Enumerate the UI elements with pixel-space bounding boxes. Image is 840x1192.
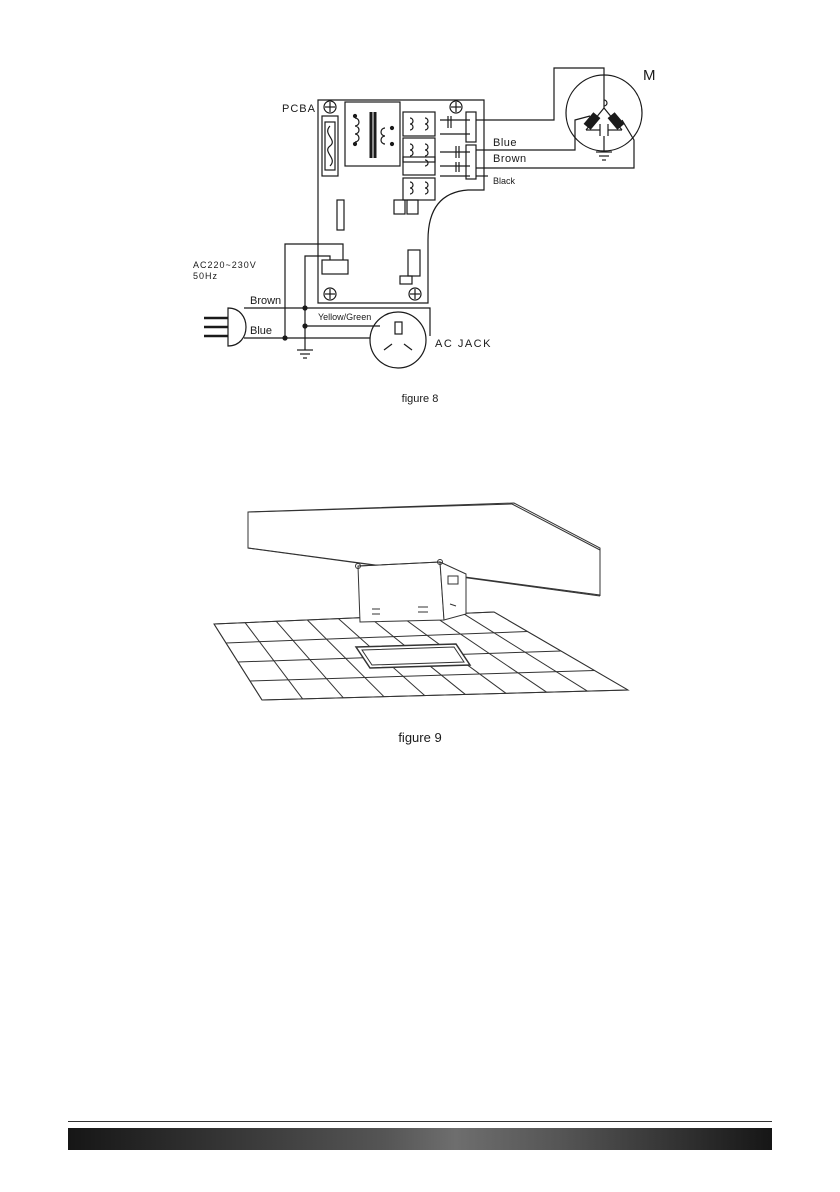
brown-wire-label-right: Brown	[493, 153, 527, 165]
power-connector	[322, 260, 348, 274]
black-wire-label-right: Black	[493, 176, 516, 186]
ac-jack-label: AC JACK	[435, 338, 492, 350]
ceiling-opening	[356, 644, 470, 668]
pcba-label: PCBA	[282, 103, 316, 115]
yellow-green-wire-label: Yellow/Green	[318, 312, 371, 322]
side-connector	[408, 250, 420, 276]
test-point	[400, 276, 412, 284]
blue-wire-label-right: Blue	[493, 137, 517, 149]
figure-9-caption: figure 9	[0, 730, 840, 745]
figure-8-wiring-diagram: PCBA M Blue Brown Black AC220~230V 50Hz …	[0, 50, 840, 410]
motor-label: M	[643, 67, 656, 84]
figure-9-ceiling-installation	[0, 490, 840, 760]
brown-wire-label-left: Brown	[250, 295, 281, 307]
footer-bar	[68, 1128, 772, 1150]
power-plug-icon	[204, 308, 246, 346]
blue-wire-label-left: Blue	[250, 325, 272, 337]
capacitor-terminal-cluster	[440, 112, 476, 179]
transformer-icon	[345, 102, 400, 166]
ac-jack-icon	[370, 312, 426, 368]
small-connector-2	[407, 200, 418, 214]
small-connector-1	[394, 200, 405, 214]
figure-8-caption: figure 8	[0, 393, 840, 405]
ribbon-connector	[337, 200, 344, 230]
indoor-unit-box	[356, 560, 467, 623]
ac-rating-label: AC220~230V	[193, 260, 257, 270]
fuse-icon	[322, 116, 338, 176]
relay-icons	[403, 112, 435, 200]
ac-frequency-label: 50Hz	[193, 271, 218, 281]
pcba-board-outline	[318, 100, 484, 303]
footer-divider	[68, 1121, 772, 1122]
